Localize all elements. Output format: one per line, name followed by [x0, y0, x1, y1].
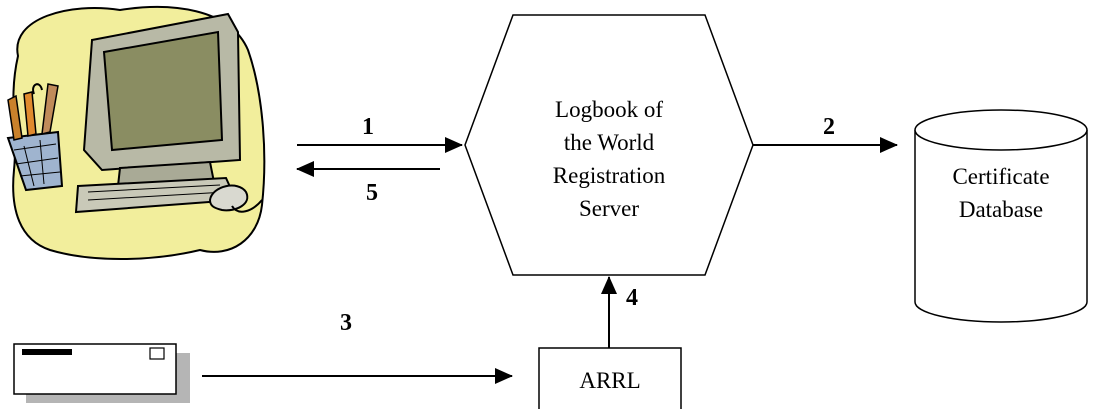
server-label-line-4: Server — [579, 196, 639, 221]
certificate-database-cylinder — [914, 109, 1088, 323]
step-2-label: 2 — [823, 114, 835, 140]
envelope-icon — [13, 343, 190, 403]
step-1-label: 1 — [362, 114, 374, 140]
step-4-label: 4 — [626, 285, 638, 311]
computer-clipart-icon — [6, 5, 266, 260]
server-label-line-2: the World — [564, 130, 655, 155]
server-label-line-3: Registration — [553, 163, 666, 188]
database-label-line-1: Certificate — [952, 164, 1049, 189]
arrl-label: ARRL — [579, 368, 640, 393]
step-3-label: 3 — [340, 310, 352, 336]
database-label-line-2: Database — [959, 197, 1043, 222]
step-5-label: 5 — [366, 180, 378, 206]
server-label-line-1: Logbook of — [555, 97, 663, 122]
